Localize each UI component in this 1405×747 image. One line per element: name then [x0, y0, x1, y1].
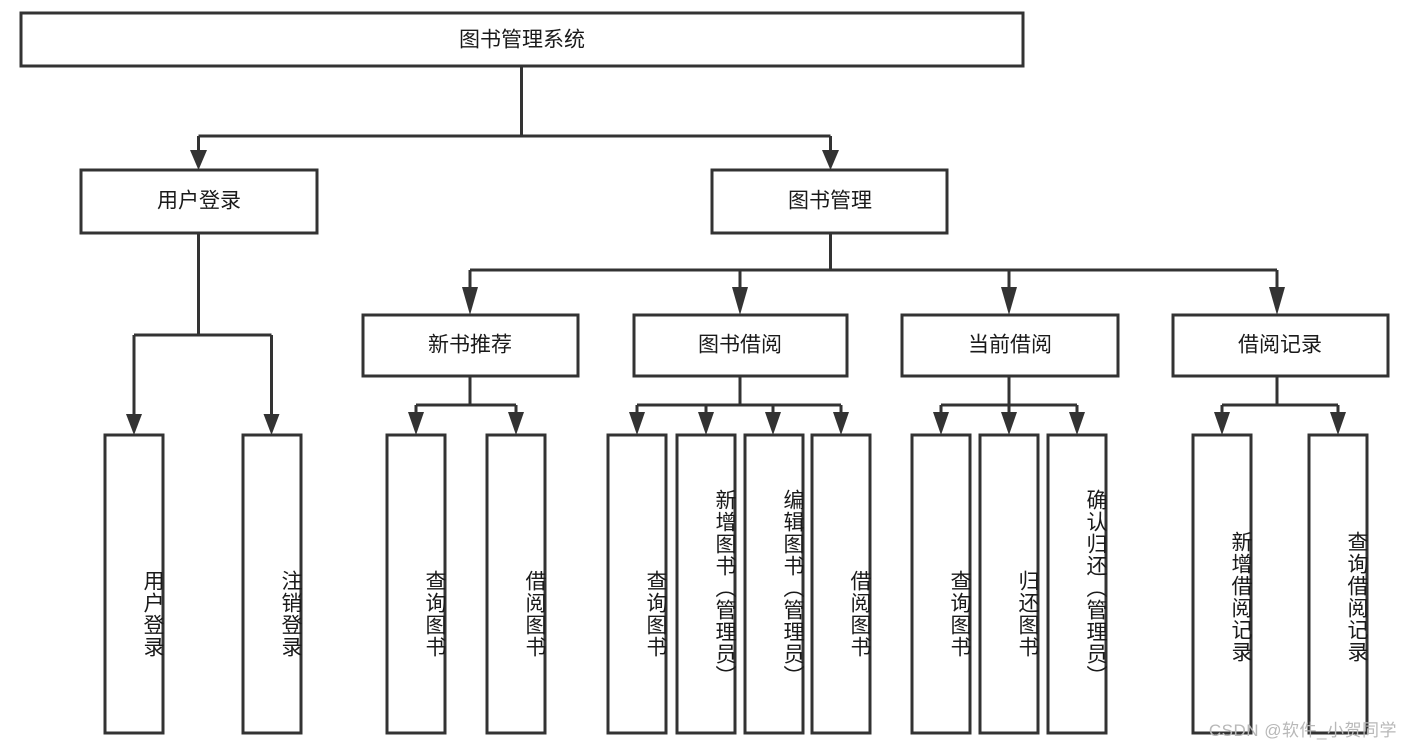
arrow-head-icon: [629, 412, 645, 435]
node-new-book-recommendation-label: 新书推荐: [428, 334, 512, 357]
node-root-label: 图书管理系统: [459, 29, 585, 52]
arrow-head-icon: [1330, 412, 1346, 435]
node-leaf-edit-book-admin[interactable]: [743, 433, 805, 735]
arrow-head-icon: [732, 287, 748, 315]
node-borrowing-record[interactable]: [1171, 313, 1390, 378]
arrow-head-icon: [462, 287, 478, 315]
arrow-head-icon: [190, 150, 207, 170]
arrow-head-icon: [1001, 412, 1017, 435]
node-current-borrowing[interactable]: [900, 313, 1120, 378]
arrow-head-icon: [508, 412, 524, 435]
arrow-head-icon: [765, 412, 781, 435]
node-leaf-query-borrow-record[interactable]: [1307, 433, 1369, 735]
node-book-borrowing-label: 图书借阅: [698, 334, 782, 357]
node-book-borrowing[interactable]: [632, 313, 849, 378]
node-leaf-borrow-books-borrow[interactable]: [810, 433, 872, 735]
arrow-head-icon: [833, 412, 849, 435]
node-leaf-confirm-return-admin[interactable]: [1046, 433, 1108, 735]
node-leaf-add-borrow-record[interactable]: [1191, 433, 1253, 735]
arrow-head-icon: [1069, 412, 1085, 435]
node-layer: 图书管理系统 用户登录 图书管理 新书推荐 图书借阅 当前借阅 借阅记录: [19, 11, 1390, 735]
node-leaf-query-books-new[interactable]: [385, 433, 447, 735]
node-book-management-label: 图书管理: [788, 190, 872, 213]
node-leaf-add-book-admin[interactable]: [675, 433, 737, 735]
arrow-head-icon: [1001, 287, 1017, 315]
node-book-management[interactable]: [710, 168, 949, 235]
node-leaf-user-login[interactable]: [103, 433, 165, 735]
watermark-text: CSDN @软件_小贺同学: [1208, 721, 1397, 740]
arrow-head-icon: [933, 412, 949, 435]
arrow-head-icon: [698, 412, 714, 435]
arrow-head-icon: [263, 414, 280, 435]
node-current-borrowing-label: 当前借阅: [968, 334, 1052, 357]
arrow-head-icon: [126, 414, 142, 435]
node-leaf-borrow-books-new[interactable]: [485, 433, 547, 735]
arrow-head-icon: [822, 150, 839, 170]
node-user-login-label: 用户登录: [157, 190, 241, 213]
node-leaf-return-books[interactable]: [978, 433, 1040, 735]
node-new-book-recommendation[interactable]: [361, 313, 580, 378]
connector-layer: [126, 66, 1346, 435]
arrow-head-icon: [1269, 287, 1285, 315]
node-leaf-query-books-current[interactable]: [910, 433, 972, 735]
node-leaf-query-books-borrow[interactable]: [606, 433, 668, 735]
node-root-book-management-system[interactable]: [19, 11, 1025, 68]
node-leaf-logout[interactable]: [241, 433, 303, 735]
arrow-head-icon: [1214, 412, 1230, 435]
arrow-head-icon: [408, 412, 424, 435]
node-borrowing-record-label: 借阅记录: [1238, 334, 1322, 357]
node-user-login[interactable]: [79, 168, 319, 235]
